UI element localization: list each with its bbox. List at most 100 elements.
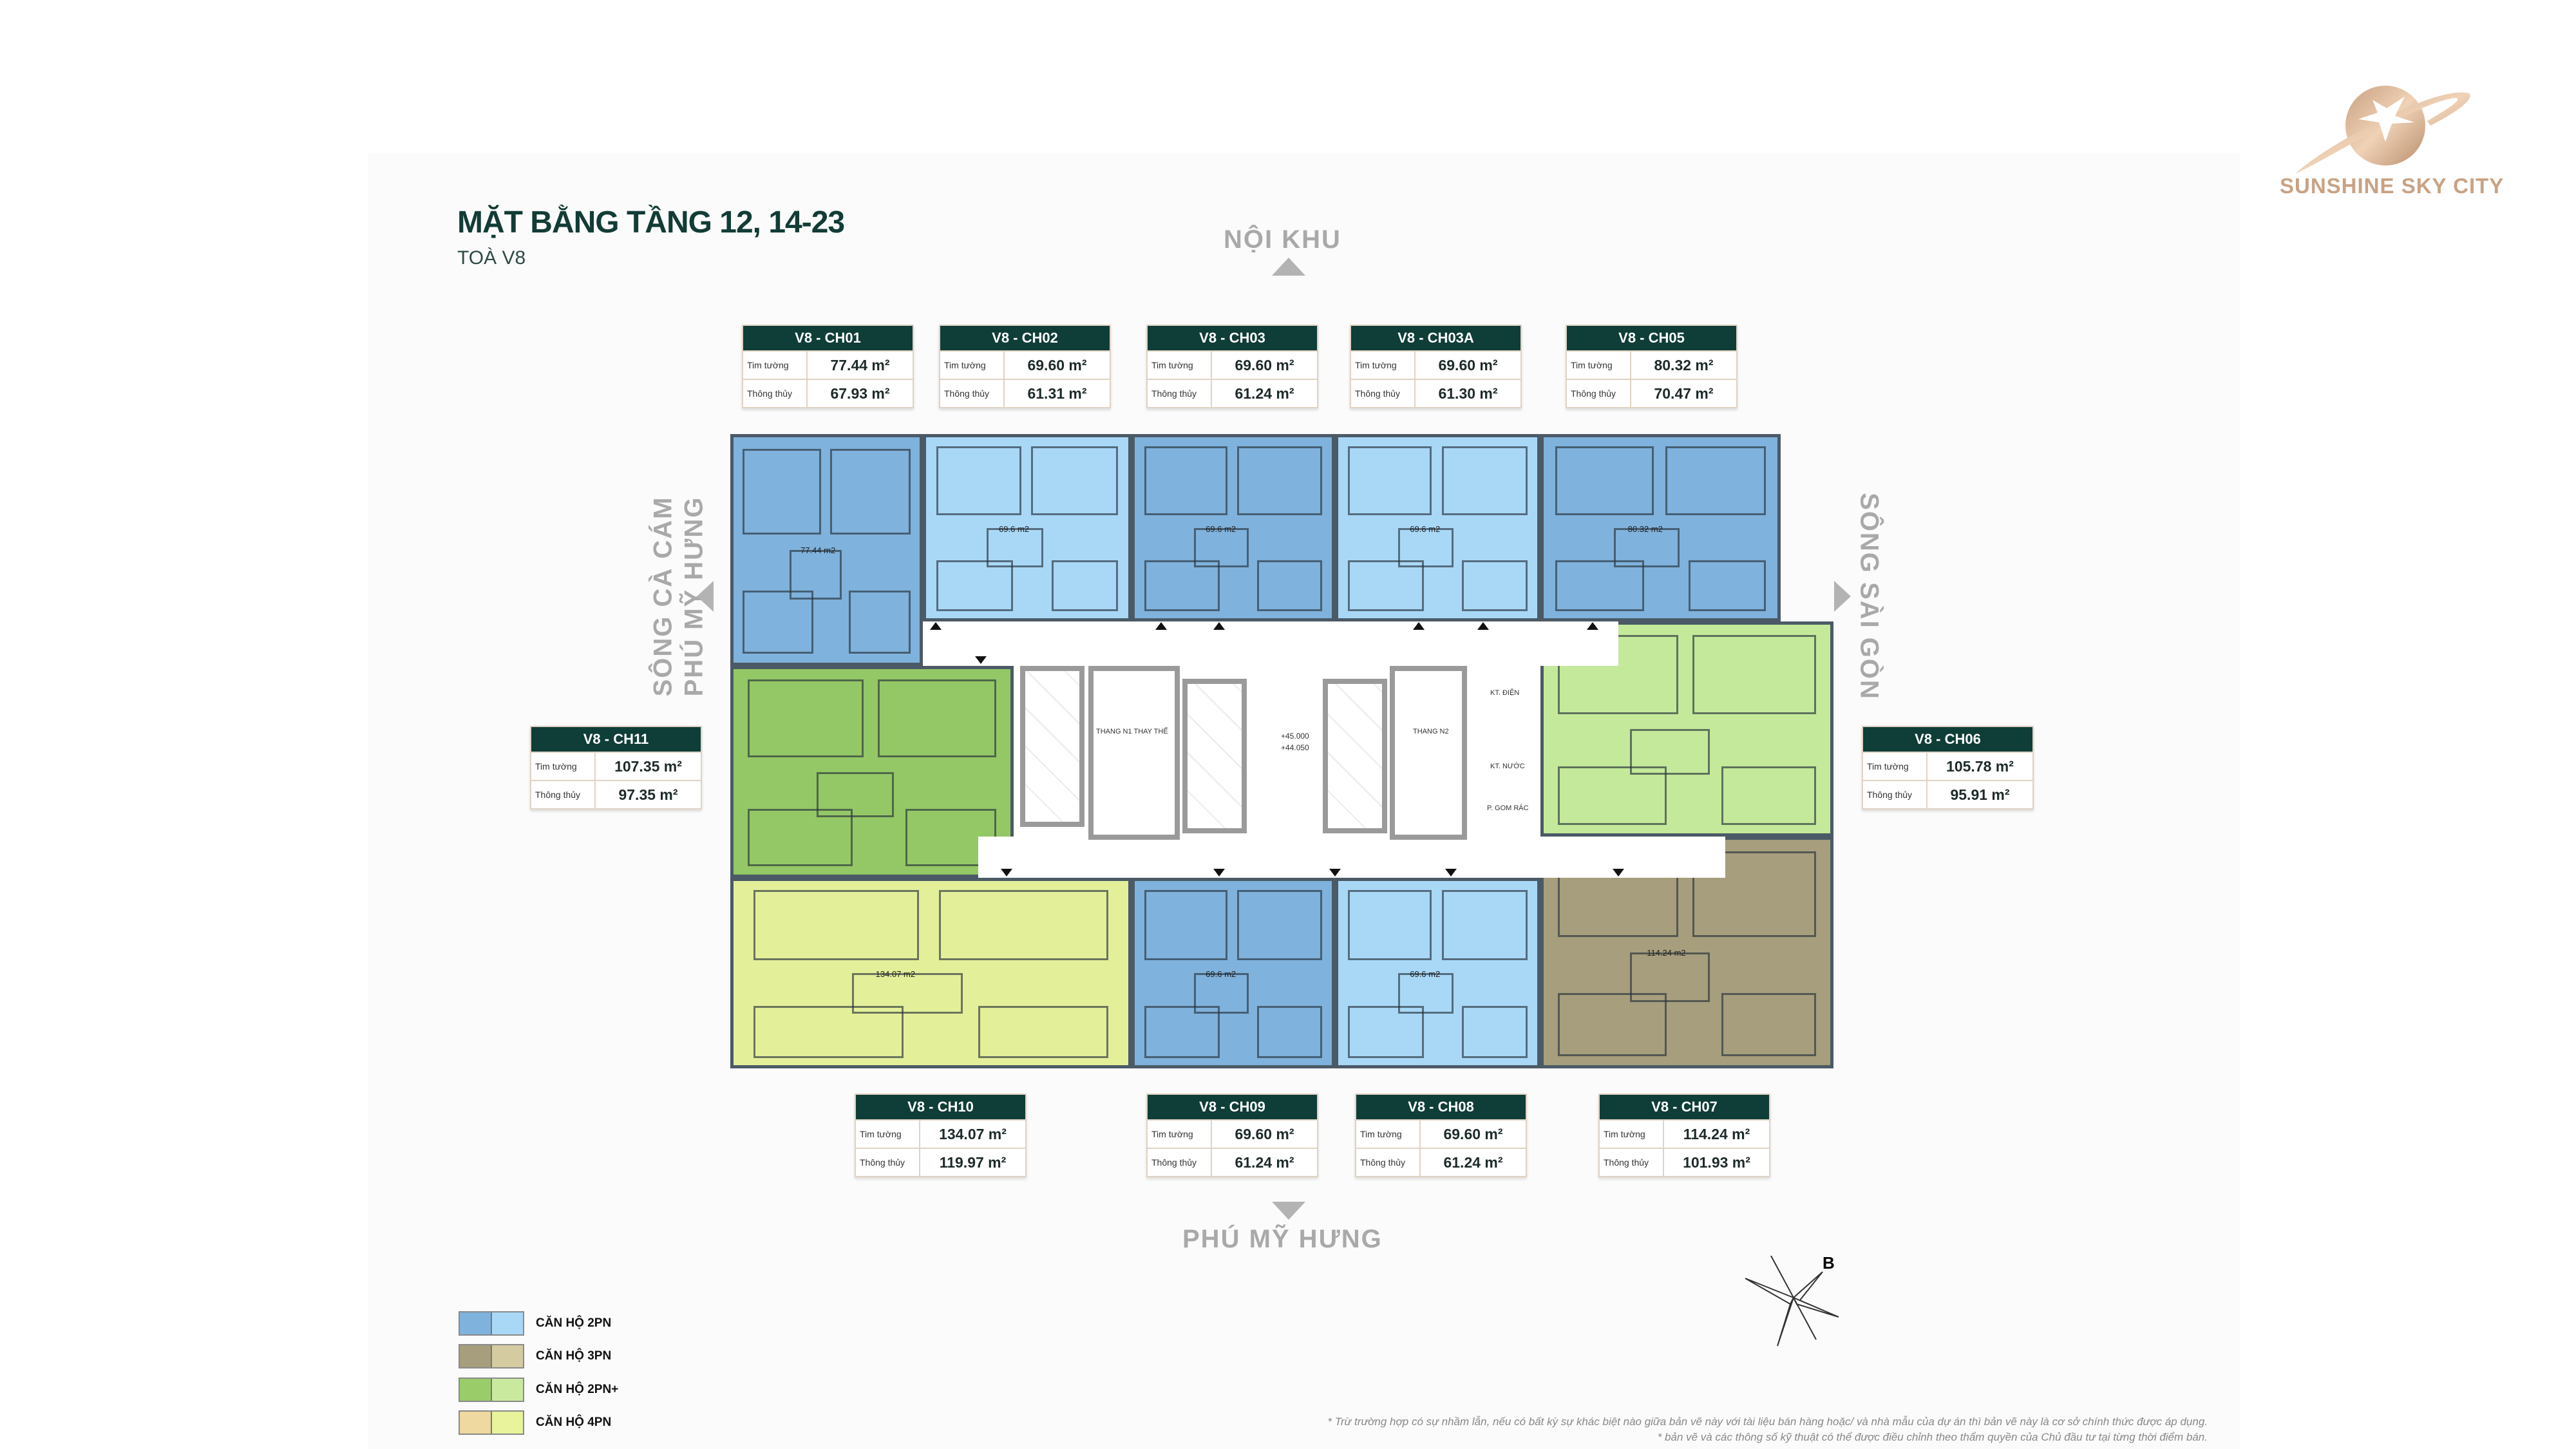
wall-center-value: 69.60 m² (1438, 357, 1498, 374)
room (1558, 993, 1667, 1056)
wall-center-value: 77.44 m² (830, 357, 890, 374)
room (743, 591, 814, 654)
room (817, 772, 895, 817)
clear-area-row: Thông thủy 101.93 m² (1600, 1148, 1769, 1176)
clear-area-value: 67.93 m² (830, 385, 890, 402)
footnote-2: * bản vẽ và các thông số kỹ thuật có thể… (1657, 1431, 2208, 1443)
unit-card-title: V8 - CH03A (1351, 326, 1520, 350)
plan-unit-v8ch08[interactable]: 69.6 m2 (1335, 878, 1540, 1068)
plan-unit-v8ch05[interactable]: 80.32 m2 (1540, 434, 1781, 621)
stair-left: THANG N1 THAY THẾ (1088, 666, 1180, 840)
room (1613, 527, 1680, 568)
legend-swatch (459, 1378, 524, 1402)
unit-card-title: V8 - CH11 (531, 727, 701, 752)
plan-unit-v8ch03a[interactable]: 69.6 m2 (1335, 434, 1540, 621)
plan-area-label: 69.6 m2 (1206, 524, 1236, 534)
unit-card-title: V8 - CH01 (743, 326, 913, 350)
wall-center-label: Tim tường (531, 753, 596, 780)
room (938, 890, 1109, 960)
clear-area-value: 119.97 m² (939, 1154, 1007, 1171)
wall-center-label: Tim tường (1600, 1121, 1664, 1148)
room (1441, 890, 1528, 960)
unit-entry-marker-icon (975, 656, 987, 664)
plan-unit-v8ch10[interactable]: 134.07 m2 (730, 878, 1132, 1068)
plan-unit-v8ch01[interactable]: 77.44 m2 (730, 434, 923, 666)
room (1144, 890, 1227, 960)
room (1144, 1006, 1220, 1058)
room (936, 560, 1013, 611)
room (789, 550, 842, 600)
room (747, 679, 864, 758)
unit-card-title: V8 - CH06 (1863, 727, 2032, 752)
direction-left-label-1: SÔNG CÀ CÁM (649, 496, 677, 697)
sunshine-logo-icon (2295, 86, 2470, 174)
room (1237, 446, 1322, 515)
wall-center-value: 107.35 m² (614, 758, 682, 775)
wall-center-label: Tim tường (856, 1121, 920, 1148)
clear-area-value: 61.24 m² (1235, 1154, 1294, 1171)
plan-unit-v8ch09[interactable]: 69.6 m2 (1132, 878, 1335, 1068)
plan-area-label: 69.6 m2 (1410, 524, 1441, 534)
legend-item: CĂN HỘ 4PN (459, 1410, 611, 1435)
room (1629, 952, 1710, 1002)
legend-item: CĂN HỘ 2PN (459, 1311, 611, 1336)
unit-card-title: V8 - CH10 (856, 1095, 1025, 1119)
clear-area-value: 101.93 m² (1683, 1154, 1750, 1171)
room (1692, 851, 1816, 937)
clear-area-label: Thông thủy (1356, 1149, 1421, 1176)
building-core: THANG N1 THAY THẾ +45.000 +44.050 THANG … (1014, 666, 1540, 878)
clear-area-value: 61.24 m² (1443, 1154, 1503, 1171)
legend-swatch (459, 1344, 524, 1368)
room (1461, 1006, 1528, 1058)
room (1051, 560, 1119, 611)
water-room-label: KT. NƯỚC (1490, 762, 1525, 770)
wall-center-value: 80.32 m² (1654, 357, 1714, 374)
plan-unit-v8ch02[interactable]: 69.6 m2 (923, 434, 1132, 621)
unit-entry-marker-icon (1155, 622, 1167, 630)
logo-text: SUNSHINE SKY CITY (2280, 174, 2505, 198)
clear-area-value: 61.31 m² (1027, 385, 1087, 402)
unit-entry-marker-icon (1213, 622, 1225, 630)
compass-icon: B (1745, 1253, 1839, 1347)
clear-area-value: 95.91 m² (1950, 786, 2010, 803)
clear-area-row: Thông thủy 61.24 m² (1356, 1148, 1526, 1176)
clear-area-value: 61.30 m² (1438, 385, 1498, 402)
clear-area-label: Thông thủy (1600, 1149, 1664, 1176)
room (1256, 1006, 1322, 1058)
unit-entry-marker-icon (1477, 622, 1489, 630)
arrow-right-icon (1834, 581, 1851, 612)
room (1348, 890, 1432, 960)
unit-card-title: V8 - CH09 (1148, 1095, 1317, 1119)
stair-left-label: THANG N1 THAY THẾ (1096, 728, 1168, 735)
wall-center-row: Tim tường 107.35 m² (531, 752, 701, 780)
room (1237, 890, 1322, 960)
room (851, 973, 963, 1014)
room (743, 448, 821, 535)
wall-center-value: 69.60 m² (1027, 357, 1087, 374)
unit-card-title: V8 - CH03 (1148, 326, 1317, 350)
room (1348, 446, 1432, 515)
legend-item: CĂN HỘ 3PN (459, 1344, 611, 1368)
plan-unit-v8ch03[interactable]: 69.6 m2 (1132, 434, 1335, 621)
plan-unit-v8ch11[interactable] (730, 666, 1014, 878)
unit-entry-marker-icon (1445, 869, 1457, 876)
compass-north-label: B (1823, 1253, 1835, 1273)
clear-area-label: Thông thủy (531, 781, 596, 808)
legend-item: CĂN HỘ 2PN+ (459, 1378, 618, 1402)
unit-entry-marker-icon (1413, 622, 1425, 630)
clear-area-label: Thông thủy (1567, 380, 1631, 407)
direction-bottom-label: PHÚ MỸ HƯNG (1182, 1225, 1383, 1253)
plan-area-label: 69.6 m2 (1206, 969, 1236, 980)
